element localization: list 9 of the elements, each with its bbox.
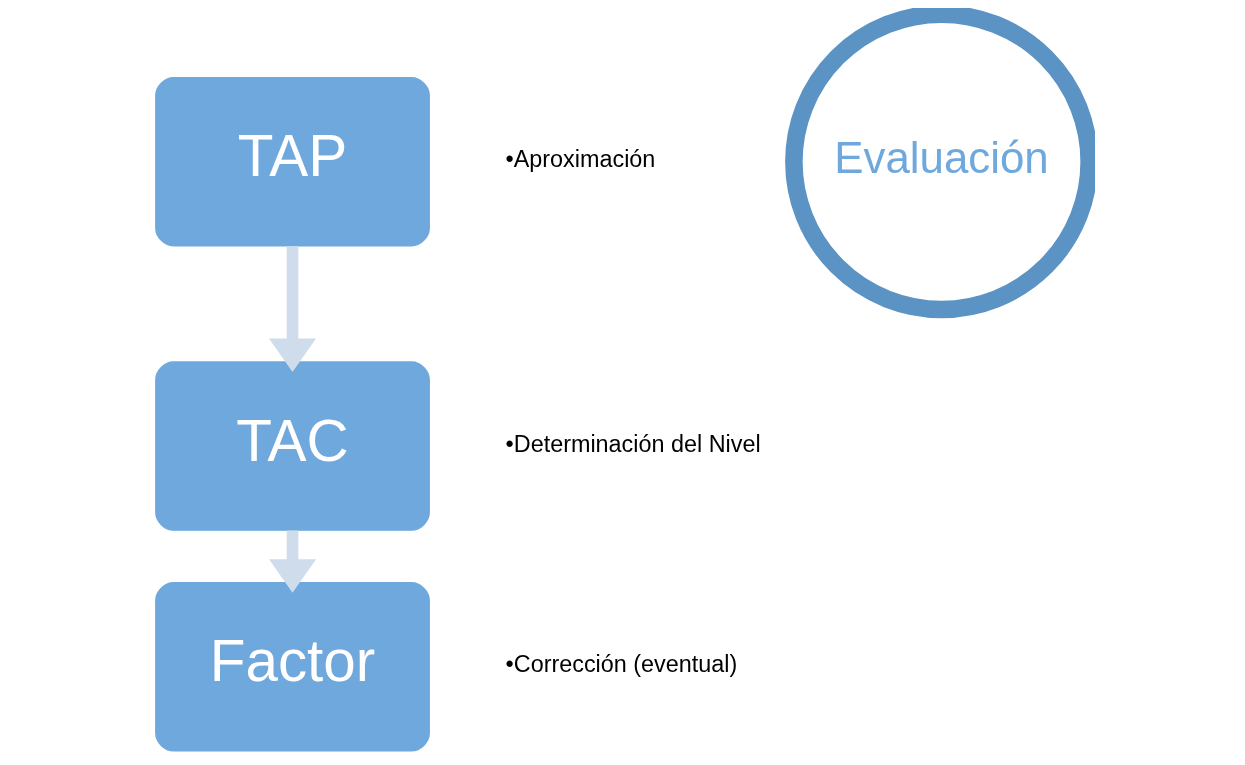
node-circle: Evaluación — [785, 8, 1095, 319]
node-box: TAC — [155, 361, 430, 531]
node-label: •Determinación del Nivel — [505, 430, 761, 457]
arrow — [269, 530, 317, 593]
node-box: TAP — [155, 77, 430, 247]
node-box: Factor — [155, 582, 430, 752]
arrow — [269, 246, 317, 373]
node-label: •Corrección (eventual) — [505, 651, 738, 678]
node-label: •Aproximación — [505, 146, 656, 173]
